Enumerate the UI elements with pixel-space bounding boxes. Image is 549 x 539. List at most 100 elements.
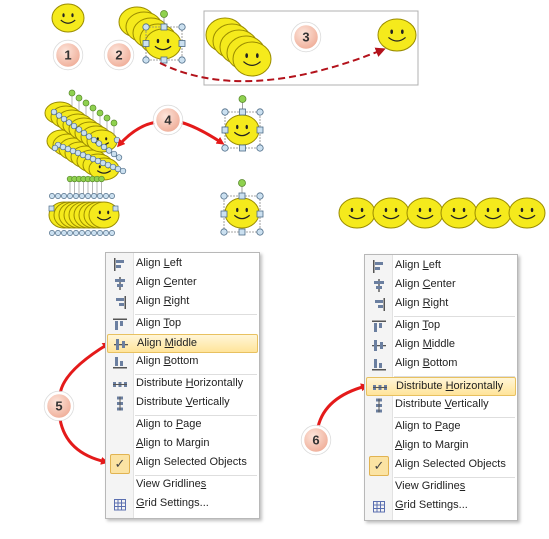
menu-item-label: Align to Margin [136, 437, 210, 449]
menu-item-label: View Gridlines [136, 478, 207, 490]
menu-item-align-bottom[interactable]: Align Bottom [366, 355, 516, 374]
step-number: 3 [302, 30, 309, 45]
grid-settings-icon [371, 499, 387, 514]
menu-item-view-gridlines[interactable]: View Gridlines [107, 476, 258, 495]
smiley-face [88, 201, 120, 229]
menu-item-label: Align Bottom [136, 355, 199, 367]
menu-item-label: Align Top [136, 317, 182, 329]
menu-item-view-gridlines[interactable]: View Gridlines [366, 478, 516, 497]
checkmark-icon: ✓ [369, 456, 389, 476]
menu-item-align-top[interactable]: Align Top [107, 315, 258, 334]
menu-item-label: Align Middle [395, 338, 456, 350]
menu-item-align-to-page[interactable]: Align to Page [366, 418, 516, 437]
menu-item-grid-settings[interactable]: Grid Settings... [107, 495, 258, 514]
smiley-distributed [508, 197, 546, 229]
menu-item-distribute-horizontally[interactable]: Distribute Horizontally [366, 377, 516, 396]
menu-item-align-bottom[interactable]: Align Bottom [107, 353, 258, 372]
smiley-distributed [338, 197, 376, 229]
smiley-distributed [406, 197, 444, 229]
dashed-move-arrow [159, 47, 386, 83]
step-number: 6 [312, 433, 319, 448]
menu-separator [394, 417, 515, 418]
menu-item-align-right[interactable]: Align Right [366, 295, 516, 314]
menu-item-align-center[interactable]: Align Center [107, 274, 258, 293]
step-number: 5 [55, 399, 62, 414]
align-bottom-icon [371, 357, 387, 372]
menu-item-label: Grid Settings... [136, 497, 209, 509]
menu-item-label: Align Bottom [395, 357, 458, 369]
menu-item-label: Align to Page [136, 418, 202, 430]
align-right-icon [371, 297, 387, 312]
align-top-icon [112, 317, 128, 332]
selection-handles-aligned[interactable] [220, 179, 264, 236]
menu-item-label: Align Middle [137, 337, 198, 349]
menu-item-label: Align Center [395, 278, 456, 290]
menu-item-label: Align to Margin [395, 439, 469, 451]
grid-settings-icon [112, 497, 128, 512]
align-left-icon [371, 259, 387, 274]
arrow-to-distribute-horizontally [316, 383, 369, 428]
selection-handles-step2[interactable] [142, 10, 186, 64]
menu-item-label: Align Left [395, 259, 441, 271]
smiley-face [144, 28, 182, 60]
arrow-to-align-middle [58, 342, 111, 396]
menu-item-label: Align Selected Objects [395, 458, 506, 470]
distribute-vertically-icon [112, 396, 128, 411]
menu-item-align-to-margin[interactable]: Align to Margin [107, 435, 258, 454]
menu-item-align-top[interactable]: Align Top [366, 317, 516, 336]
menu-item-distribute-vertically[interactable]: Distribute Vertically [366, 396, 516, 415]
menu-separator [135, 415, 257, 416]
menu-item-label: Distribute Vertically [136, 396, 230, 408]
menu-item-align-left[interactable]: Align Left [107, 255, 258, 274]
menu-item-label: Grid Settings... [395, 499, 468, 511]
menu-item-align-middle[interactable]: Align Middle [366, 336, 516, 355]
arrow-to-align-selected [58, 418, 109, 465]
distribute-vertically-icon [371, 398, 387, 413]
align-middle-icon [113, 337, 129, 352]
smiley-step4 [224, 114, 260, 146]
align-center-icon [112, 276, 128, 291]
smiley-face [232, 41, 272, 77]
menu-item-align-to-page[interactable]: Align to Page [107, 416, 258, 435]
menu-item-align-selected-objects[interactable]: ✓ Align Selected Objects [366, 456, 516, 476]
menu-item-align-right[interactable]: Align Right [107, 293, 258, 312]
step-badge-4: 4 [152, 104, 184, 136]
menu-separator [135, 314, 257, 315]
menu-item-label: Align Top [395, 319, 441, 331]
arrow-to-single [179, 120, 225, 145]
menu-item-align-selected-objects[interactable]: ✓Align Selected Objects [107, 454, 258, 474]
smiley-distributed [372, 197, 410, 229]
selection-handles-step4[interactable] [221, 95, 264, 152]
menu-item-label: Distribute Vertically [395, 398, 489, 410]
step-badge-1: 1 [52, 39, 84, 71]
smiley-distributed [440, 197, 478, 229]
menu-item-align-middle[interactable]: Align Middle [107, 334, 258, 353]
menu-separator [394, 477, 515, 478]
step-number: 1 [64, 48, 71, 63]
menu-item-align-center[interactable]: Align Center [366, 276, 516, 295]
align-middle-icon [371, 338, 387, 353]
smiley-target [377, 18, 417, 52]
align-right-icon [112, 295, 128, 310]
menu-item-label: Align Center [136, 276, 197, 288]
menu-separator [394, 376, 515, 377]
align-left-icon [112, 257, 128, 272]
menu-item-grid-settings[interactable]: Grid Settings... [366, 497, 516, 516]
menu-item-label: Align Right [136, 295, 190, 307]
distribute-horizontally-icon [372, 380, 388, 395]
menu-item-distribute-horizontally[interactable]: Distribute Horizontally [107, 375, 258, 394]
menu-separator [135, 374, 257, 375]
align-bottom-icon [112, 355, 128, 370]
align-center-icon [371, 278, 387, 293]
arrow-to-cluster [116, 120, 159, 148]
menu-item-align-left[interactable]: Align Left [366, 257, 516, 276]
menu-item-label: Align to Page [395, 420, 461, 432]
menu-item-label: View Gridlines [395, 480, 466, 492]
menu-item-label: Distribute Horizontally [396, 380, 504, 392]
menu-item-align-to-margin[interactable]: Align to Margin [366, 437, 516, 456]
menu-item-distribute-vertically[interactable]: Distribute Vertically [107, 394, 258, 413]
menu-separator [135, 475, 257, 476]
